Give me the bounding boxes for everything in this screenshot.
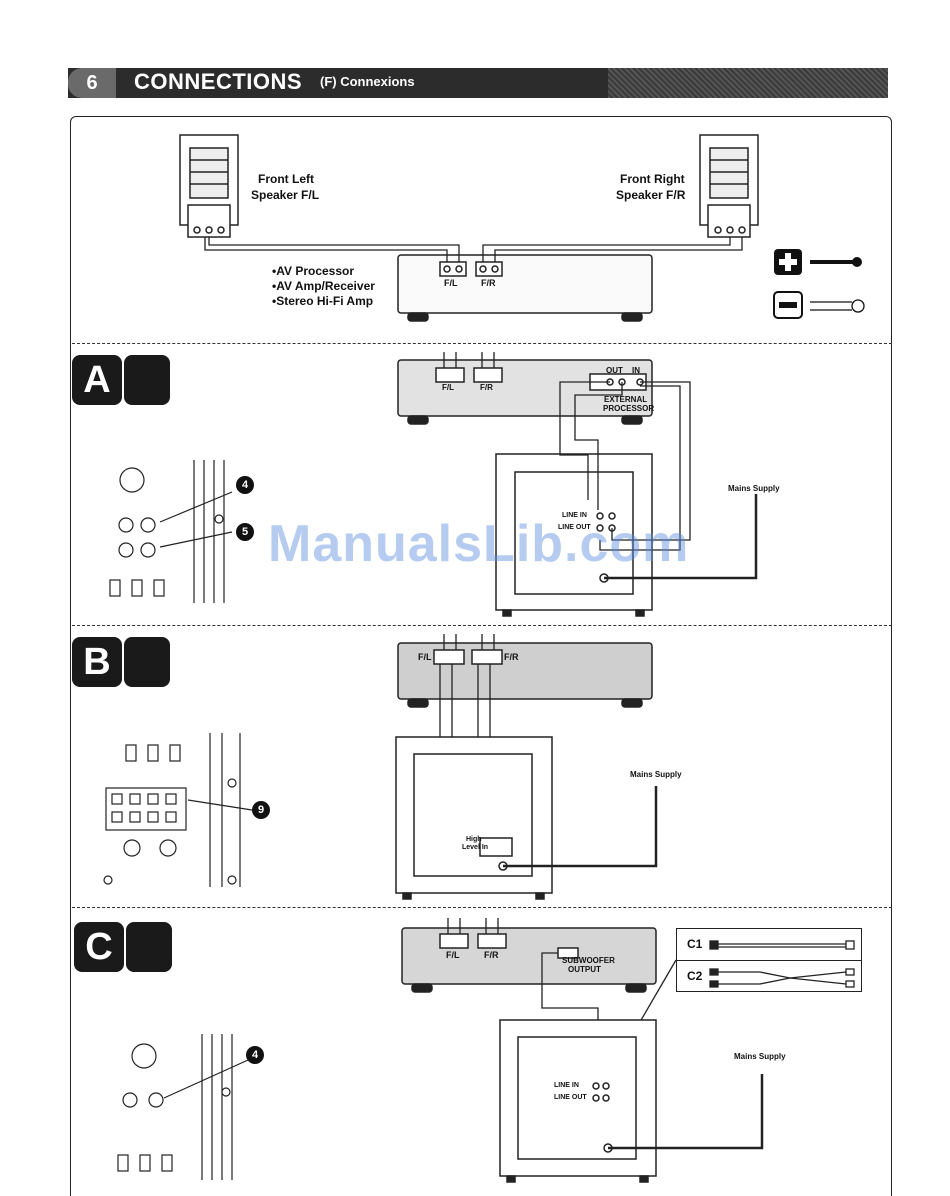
- section-c-line-out: LINE OUT: [554, 1094, 587, 1101]
- section-b-amplifier: [397, 642, 653, 708]
- section-c-subwoofer: [499, 1019, 657, 1183]
- out-label: OUT: [606, 366, 623, 375]
- section-a-letter: A: [72, 355, 122, 405]
- page-subtitle: (F) Connexions: [320, 74, 415, 89]
- section-number-badge: 6: [68, 68, 116, 98]
- level-in-label: Level In: [462, 844, 489, 851]
- subwoofer-output-label-2: OUTPUT: [568, 965, 601, 974]
- section-a-mains-label: Mains Supply: [728, 484, 780, 493]
- page-title: CONNECTIONS: [134, 69, 303, 94]
- section-b-fl-label: F/L: [418, 652, 432, 662]
- front-left-speaker: [179, 134, 239, 238]
- top-fr-label: F/R: [481, 278, 496, 288]
- hand-switch-icon: [124, 637, 170, 687]
- section-b-letter: B: [72, 637, 122, 687]
- section-b-rear-panel: [103, 733, 253, 887]
- section-b-mains-cable: [503, 786, 658, 868]
- section-c-letter: C: [74, 922, 124, 972]
- callout-4-badge: 4: [246, 1046, 264, 1064]
- section-divider: [72, 343, 892, 344]
- front-left-label: Front Left: [258, 172, 314, 186]
- hand-switch-icon: [126, 922, 172, 972]
- section-b-mains-label: Mains Supply: [630, 770, 682, 779]
- amp-type-3: •Stereo Hi-Fi Amp: [272, 294, 374, 308]
- section-a-mains-cable: [604, 494, 758, 580]
- section-a-fl-label: F/L: [442, 383, 454, 392]
- callout-9-badge: 9: [252, 801, 270, 819]
- top-fl-label: F/L: [444, 278, 458, 288]
- section-c-line-in: LINE IN: [554, 1082, 579, 1089]
- watermark: ManualsLib.com: [268, 515, 690, 573]
- front-left-sublabel: Speaker F/L: [251, 188, 320, 202]
- callout-5-badge: 5: [236, 523, 254, 541]
- in-label: IN: [632, 366, 640, 375]
- section-c-mains-label: Mains Supply: [734, 1052, 786, 1061]
- cable-type-legend: [709, 940, 855, 988]
- section-b-fr-label: F/R: [504, 652, 519, 662]
- c1-label: C1: [687, 937, 703, 951]
- diagram-frame: [70, 116, 892, 1196]
- section-a-line-out: LINE OUT: [558, 524, 591, 531]
- high-label: High: [466, 836, 482, 843]
- section-a-fr-label: F/R: [480, 383, 493, 392]
- section-divider: [72, 625, 892, 626]
- front-right-label: Front Right: [620, 172, 685, 186]
- section-c-fr-label: F/R: [484, 950, 499, 960]
- hand-switch-icon: [124, 355, 170, 405]
- top-amplifier: [397, 254, 653, 322]
- section-a-line-in: LINE IN: [562, 512, 587, 519]
- section-a-rear-panel: [109, 460, 233, 603]
- section-divider: [72, 907, 892, 908]
- front-right-speaker: [699, 134, 759, 238]
- amp-type-2: •AV Amp/Receiver: [272, 279, 375, 293]
- section-c-fl-label: F/L: [446, 950, 460, 960]
- header-texture: [608, 68, 888, 98]
- front-right-sublabel: Speaker F/R: [616, 188, 686, 202]
- polarity-legend: [773, 249, 865, 319]
- header-bar: 6 CONNECTIONS (F) Connexions: [68, 68, 888, 98]
- section-a-rca-cables: [559, 381, 691, 551]
- cable-type-legend-box: C1 C2: [676, 928, 862, 992]
- speaker-cables-top: [204, 237, 743, 262]
- subwoofer-output-label-1: SUBWOOFER: [562, 956, 615, 965]
- legend-row-c2: C2: [677, 960, 861, 992]
- c2-label: C2: [687, 969, 703, 983]
- section-a-speaker-wires: [443, 352, 495, 368]
- processor-label: PROCESSOR: [603, 404, 655, 413]
- legend-row-c1: C1: [677, 929, 861, 960]
- section-c-rear-panel: [117, 1034, 249, 1180]
- section-c-amplifier: [401, 927, 657, 993]
- section-b-subwoofer: [395, 736, 553, 900]
- amp-type-1: •AV Processor: [272, 264, 355, 278]
- external-label: EXTERNAL: [604, 395, 648, 404]
- callout-4-badge: 4: [236, 476, 254, 494]
- section-a-subwoofer: [495, 453, 653, 617]
- section-c-mains-cable: [608, 1074, 764, 1150]
